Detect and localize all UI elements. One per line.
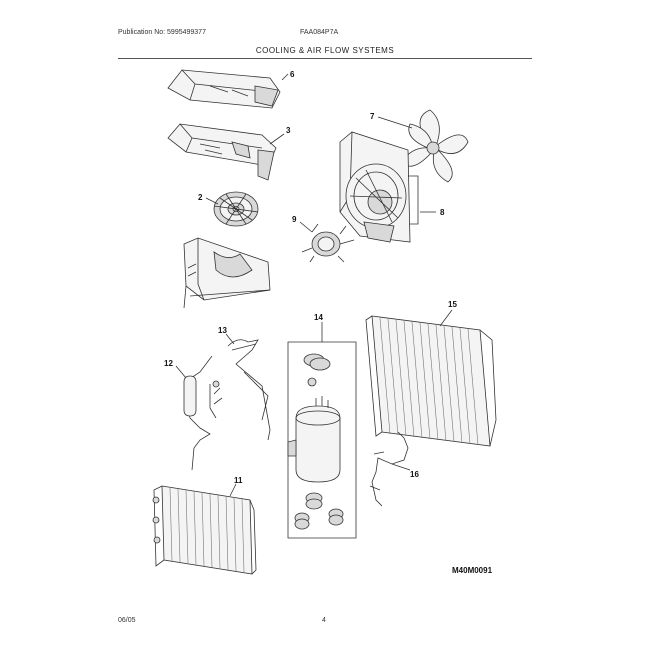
part-9-fan-motor[interactable]: [302, 224, 354, 262]
callout-label: 11: [234, 476, 243, 485]
part-2-blower-wheel[interactable]: [214, 192, 258, 226]
section-title: COOLING & AIR FLOW SYSTEMS: [255, 46, 395, 55]
part-11-condenser-coil[interactable]: [153, 486, 256, 574]
part-16-capillary-tube[interactable]: [370, 432, 408, 506]
base-pan-part[interactable]: [184, 238, 270, 308]
page-number: 4: [322, 617, 326, 624]
part-8-orifice-shroud[interactable]: [340, 132, 418, 242]
part-3-shroud[interactable]: [168, 124, 276, 180]
callout-label: 7: [370, 112, 375, 121]
model-number: FAA084P7A: [300, 29, 339, 36]
callout-label: 12: [164, 359, 173, 368]
callout-label: 2: [198, 193, 203, 202]
part-7-fan-blade[interactable]: [402, 110, 468, 182]
footer-date: 06/05: [118, 617, 136, 624]
callout-label: 14: [314, 313, 323, 322]
part-12-suction-tube[interactable]: [184, 356, 222, 470]
callout-label: 16: [410, 470, 419, 479]
part-6-air-guide[interactable]: [168, 70, 280, 108]
callout-label: 3: [286, 126, 291, 135]
diagram-code: M40M0091: [452, 566, 493, 575]
part-15-evaporator-coil[interactable]: [366, 316, 496, 446]
callout-label: 6: [290, 70, 295, 79]
header-rule: [118, 58, 532, 59]
callout-label: 8: [440, 208, 445, 217]
callout-label: 9: [292, 215, 297, 224]
part-13-discharge-tube[interactable]: [228, 340, 270, 440]
part-14-compressor-kit[interactable]: [288, 342, 356, 538]
publication-number: Publication No: 5995499377: [118, 29, 206, 36]
callout-label: 15: [448, 300, 457, 309]
callout-label: 13: [218, 326, 227, 335]
